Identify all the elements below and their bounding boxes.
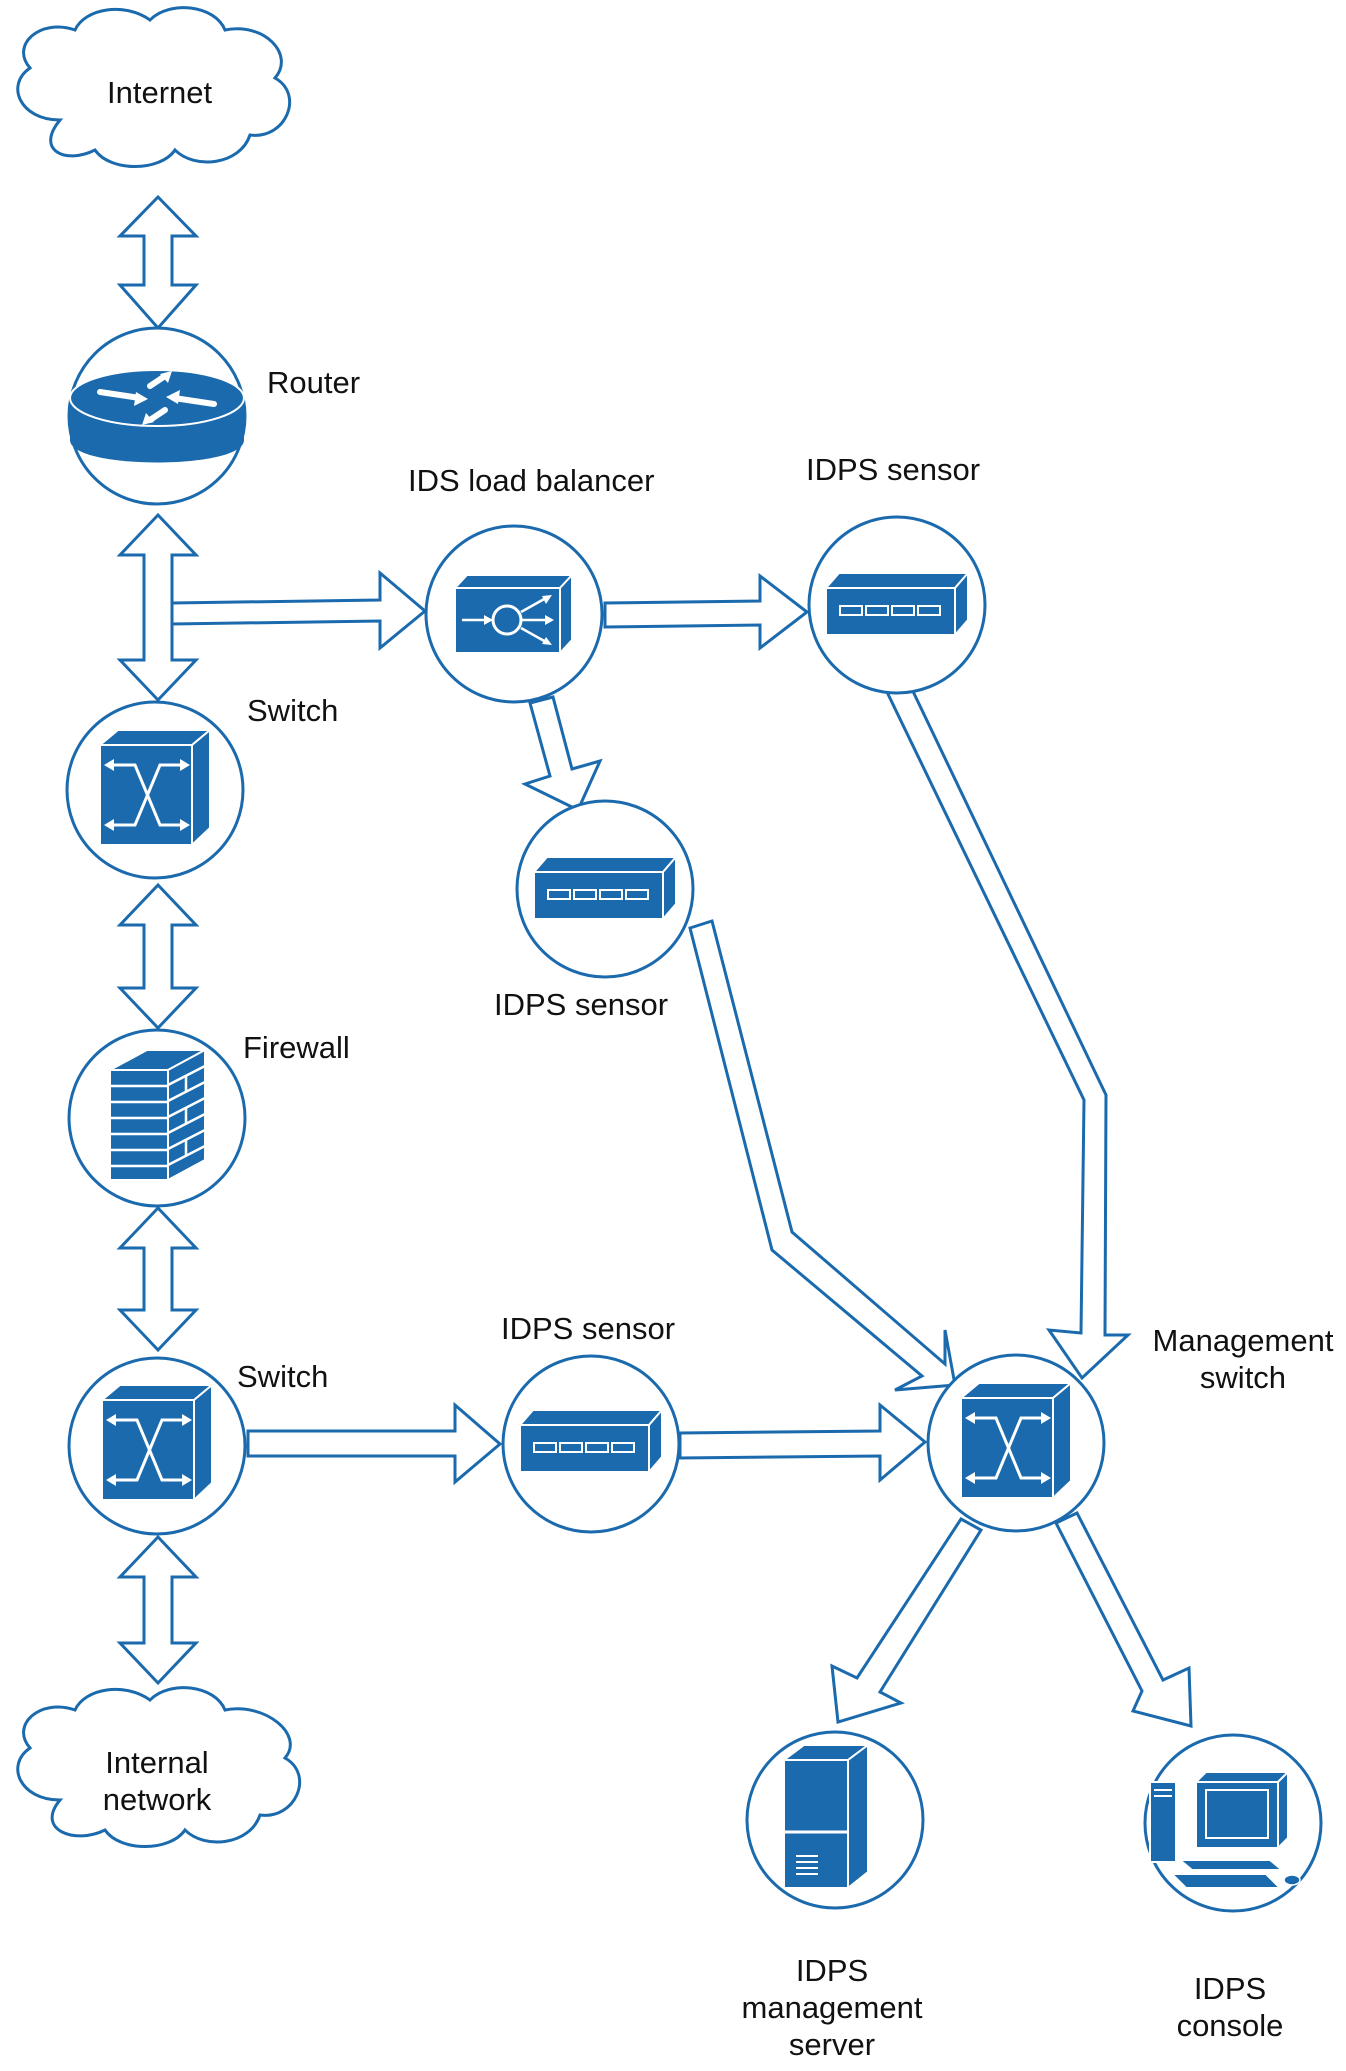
cloud-icon bbox=[16, 6, 292, 168]
management-switch-label: Management switch bbox=[1128, 1322, 1346, 1396]
router-label: Router bbox=[267, 365, 361, 400]
router-node bbox=[67, 326, 247, 506]
switch-icon bbox=[958, 1380, 1074, 1501]
internal-network-label-line-1: Internal bbox=[105, 1745, 209, 1780]
connector-load-balancer-sensor-right bbox=[603, 572, 810, 652]
idps-management-server-label: IDPS management server bbox=[712, 1952, 952, 2064]
connector-router-load-balancer bbox=[170, 569, 428, 652]
switch-icon bbox=[97, 727, 213, 848]
server-icon bbox=[781, 1743, 871, 1891]
connector-router-switch-top bbox=[116, 512, 200, 703]
switch-bottom-label: Switch bbox=[237, 1359, 329, 1394]
connector-sensor-right-management bbox=[884, 681, 1132, 1381]
management-switch-node bbox=[926, 1353, 1106, 1533]
idps-management-server-label-line-3: server bbox=[788, 2027, 876, 2063]
ids-load-balancer-label: IDS load balancer bbox=[408, 463, 655, 498]
idps-console-label: IDPS console bbox=[1130, 1970, 1330, 2044]
sensor-appliance-icon bbox=[531, 854, 679, 922]
internal-network-label: Internal network bbox=[57, 1744, 257, 1818]
connectors bbox=[116, 194, 1193, 1728]
switch-top-node bbox=[65, 700, 245, 880]
firewall-node bbox=[67, 1028, 247, 1208]
internal-network-cloud bbox=[16, 1686, 302, 1848]
switch-top-label: Switch bbox=[247, 693, 339, 728]
idps-console-label-line-2: console bbox=[1176, 2008, 1284, 2044]
connector-sensor-bottom-management bbox=[678, 1401, 928, 1484]
load-balancer-icon bbox=[452, 572, 575, 656]
idps-console-label-line-1: IDPS bbox=[1193, 1971, 1267, 2006]
idps-console-node bbox=[1143, 1733, 1323, 1913]
connector-switch-bottom-sensor-bottom bbox=[246, 1401, 503, 1486]
idps-sensor-middle-label: IDPS sensor bbox=[494, 987, 669, 1022]
idps-sensor-bottom-label: IDPS sensor bbox=[501, 1311, 676, 1346]
firewall-icon bbox=[109, 1048, 206, 1182]
idps-sensor-middle-node bbox=[515, 799, 695, 979]
connector-switch-top-firewall bbox=[116, 882, 200, 1031]
cloud-icon bbox=[16, 1686, 302, 1848]
connector-internet-router bbox=[116, 194, 200, 331]
connector-sensor-middle-management bbox=[688, 919, 957, 1392]
sensor-appliance-icon bbox=[823, 570, 971, 638]
idps-sensor-bottom-node bbox=[501, 1354, 681, 1534]
firewall-label: Firewall bbox=[243, 1030, 350, 1065]
connector-firewall-switch-bottom bbox=[116, 1205, 200, 1353]
connector-management-console bbox=[1053, 1511, 1193, 1728]
idps-management-server-label-line-1: IDPS bbox=[795, 1953, 869, 1988]
connector-management-server bbox=[830, 1517, 984, 1724]
connector-switch-bottom-internal bbox=[116, 1534, 200, 1686]
internet-label: Internet bbox=[107, 75, 213, 110]
workstation-icon bbox=[1149, 1769, 1301, 1889]
router-icon bbox=[69, 369, 245, 463]
switch-icon bbox=[99, 1382, 215, 1503]
connector-load-balancer-sensor-middle bbox=[520, 695, 603, 813]
internet-cloud bbox=[16, 6, 292, 168]
idps-sensor-right-node bbox=[807, 515, 987, 695]
management-switch-label-line-1: Management bbox=[1152, 1323, 1334, 1358]
internal-network-label-line-2: network bbox=[102, 1782, 212, 1818]
switch-bottom-node bbox=[67, 1356, 247, 1536]
idps-sensor-right-label: IDPS sensor bbox=[806, 452, 981, 487]
ids-load-balancer-node bbox=[424, 524, 604, 704]
idps-management-server-node bbox=[745, 1730, 925, 1910]
sensor-appliance-icon bbox=[517, 1407, 665, 1475]
idps-management-server-label-line-2: management bbox=[741, 1990, 923, 2026]
management-switch-label-line-2: switch bbox=[1199, 1360, 1287, 1396]
